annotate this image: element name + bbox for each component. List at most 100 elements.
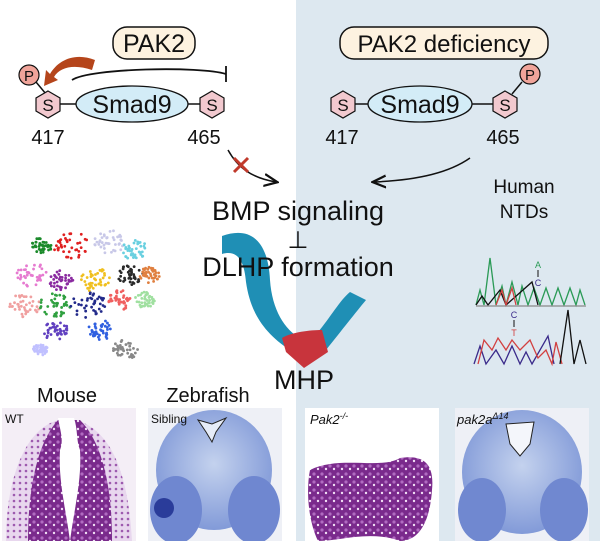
tsne-point bbox=[35, 250, 39, 253]
tsne-point bbox=[55, 280, 59, 284]
tsne-point bbox=[53, 297, 57, 301]
tsne-point bbox=[140, 301, 144, 305]
tsne-point bbox=[43, 332, 46, 336]
tsne-point bbox=[126, 351, 130, 355]
tsne-point bbox=[108, 293, 112, 297]
tsne-point bbox=[49, 275, 53, 279]
tsne-point bbox=[80, 278, 83, 282]
tsne-point bbox=[29, 295, 33, 299]
tsne-point bbox=[115, 289, 119, 293]
tsne-point bbox=[13, 308, 17, 311]
tsne-point bbox=[100, 236, 104, 239]
tsne-point bbox=[46, 328, 50, 332]
tsne-point bbox=[71, 278, 75, 282]
tsne-point bbox=[76, 241, 80, 245]
tsne-point bbox=[34, 245, 38, 249]
tsne-point bbox=[151, 297, 154, 301]
tsne-point bbox=[124, 247, 128, 251]
tsne-point bbox=[57, 246, 60, 250]
tsne-point bbox=[41, 353, 45, 357]
tsne-point bbox=[33, 263, 36, 267]
tsne-point bbox=[97, 282, 101, 286]
tsne-point bbox=[34, 283, 38, 287]
tsne-point bbox=[112, 349, 115, 353]
tsne-point bbox=[62, 297, 66, 301]
tsne-point bbox=[91, 293, 95, 297]
tsne-point bbox=[16, 303, 20, 306]
tsne-point bbox=[93, 310, 97, 313]
tsne-point bbox=[44, 241, 48, 244]
tsne-point bbox=[126, 256, 130, 260]
tsne-point bbox=[111, 236, 115, 239]
site-465-left: 465 bbox=[187, 127, 220, 149]
wt-mouse-section: WT bbox=[2, 408, 136, 541]
tsne-point bbox=[40, 243, 44, 247]
site-465-right: 465 bbox=[486, 127, 519, 149]
tsne-point bbox=[64, 300, 68, 304]
tsne-point bbox=[108, 327, 112, 331]
phospho-circle-left: P bbox=[18, 64, 40, 86]
tsne-point bbox=[56, 284, 59, 288]
tsne-point bbox=[68, 279, 71, 283]
tsne-point bbox=[99, 328, 102, 332]
tsne-point bbox=[130, 248, 134, 251]
tsne-point bbox=[87, 289, 91, 293]
tsne-point bbox=[19, 304, 23, 308]
tsne-point bbox=[157, 275, 161, 278]
tsne-point bbox=[120, 338, 124, 342]
tsne-point bbox=[78, 241, 82, 245]
tsne-point bbox=[130, 283, 134, 287]
tsne-point bbox=[77, 303, 81, 306]
tsne-point bbox=[66, 282, 70, 286]
tsne-point bbox=[133, 351, 137, 355]
tsne-point bbox=[67, 250, 71, 254]
tsne-point bbox=[114, 342, 117, 346]
tsne-point bbox=[48, 244, 52, 248]
tsne-point bbox=[140, 291, 144, 295]
tsne-point bbox=[69, 276, 73, 280]
tsne-point bbox=[120, 346, 124, 349]
tsne-point bbox=[130, 354, 134, 358]
tsne-point bbox=[60, 312, 63, 316]
tsne-point bbox=[151, 301, 154, 304]
tsne-point bbox=[132, 276, 136, 280]
tsne-point bbox=[16, 276, 20, 280]
tsne-point bbox=[59, 321, 62, 325]
tsne-point bbox=[19, 268, 23, 272]
tsne-point bbox=[83, 250, 87, 253]
tsne-point bbox=[50, 284, 53, 288]
tsne-point bbox=[17, 268, 20, 272]
tsne-point bbox=[106, 241, 110, 245]
tsne-point bbox=[101, 298, 104, 302]
tsne-point bbox=[90, 305, 94, 309]
tsne-point bbox=[99, 245, 103, 249]
tsne-point bbox=[133, 238, 137, 242]
tsne-point bbox=[77, 253, 81, 257]
tsne-point bbox=[127, 341, 130, 345]
tsne-point bbox=[60, 332, 63, 336]
tsne-point bbox=[39, 301, 43, 304]
pak2a-mutant-zebrafish-section: pak2aΔ14 bbox=[455, 408, 589, 541]
tsne-point bbox=[153, 276, 157, 279]
tsne-point bbox=[53, 314, 57, 317]
tsne-point bbox=[90, 281, 94, 285]
tsne-point bbox=[143, 242, 146, 246]
smad9-right: Smad9 bbox=[367, 85, 473, 123]
tsne-point bbox=[137, 241, 141, 245]
tsne-point bbox=[128, 249, 132, 253]
tsne-point bbox=[117, 300, 121, 304]
tsne-point bbox=[101, 268, 105, 272]
tsne-point bbox=[23, 308, 27, 312]
tsne-point bbox=[128, 348, 132, 352]
tsne-point bbox=[128, 246, 131, 250]
tsne-point bbox=[34, 240, 38, 244]
tsne-point bbox=[96, 271, 100, 275]
tsne-point bbox=[97, 307, 101, 311]
tsne-point bbox=[98, 240, 102, 244]
tsne-point bbox=[140, 254, 144, 258]
tsne-point bbox=[126, 249, 130, 252]
tsne-point bbox=[62, 324, 66, 328]
sibling-zebrafish-section: Sibling bbox=[148, 408, 282, 541]
tsne-point bbox=[84, 316, 88, 319]
tsne-point bbox=[38, 265, 42, 268]
